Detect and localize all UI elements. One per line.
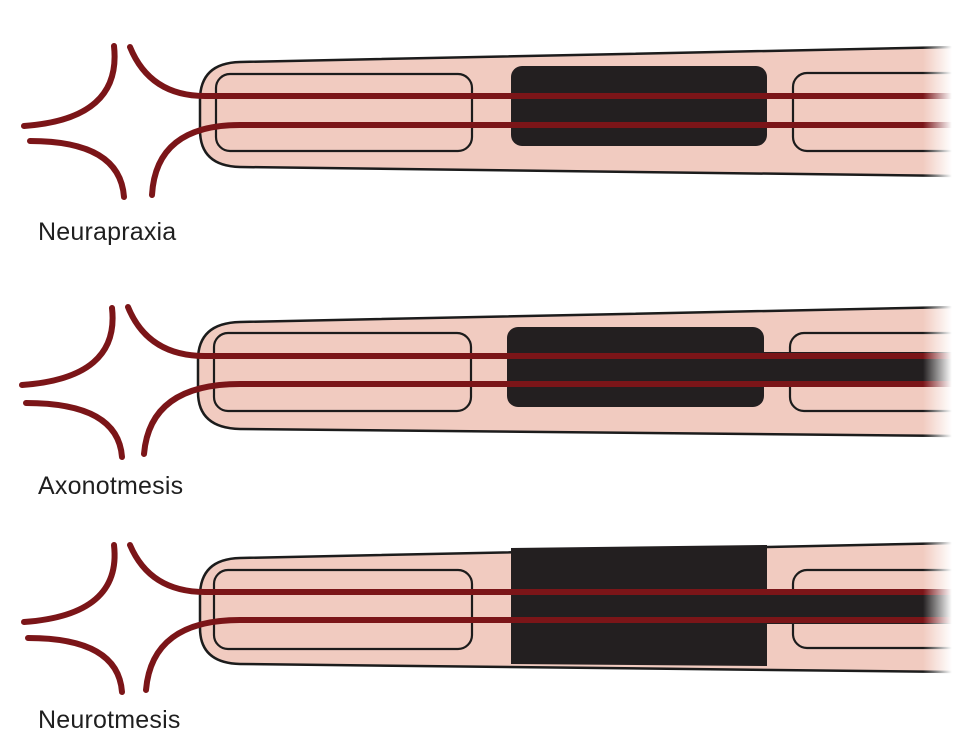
cell-body-lower-branch [25,635,125,695]
cell-body-upper-branch [21,542,118,625]
panel-neurapraxia [21,43,957,200]
label-axonotmesis: Axonotmesis [38,472,184,500]
transection-block [511,545,767,666]
schwann-cell-left [212,331,473,413]
axon-upper [127,542,957,595]
panel-neurotmesis [21,541,957,695]
schwann-cell-left [214,72,474,153]
injury-block [507,327,764,407]
injury-block [511,66,767,146]
schwann-cell-right [791,71,957,153]
axon-lower [143,617,957,693]
cell-body-upper-branch [21,43,118,129]
cell-body-lower-branch [23,400,125,460]
schwann-cell-left [212,568,474,651]
cell-body-upper-branch [19,305,116,388]
cell-body-lower-branch [27,138,127,200]
axon-upper [125,304,957,359]
axon-lower [141,381,957,457]
label-neurapraxia: Neurapraxia [38,218,177,246]
axon-upper [127,44,957,99]
axon-lower [149,122,957,198]
panel-axonotmesis [19,304,957,460]
label-neurotmesis: Neurotmesis [38,706,181,734]
